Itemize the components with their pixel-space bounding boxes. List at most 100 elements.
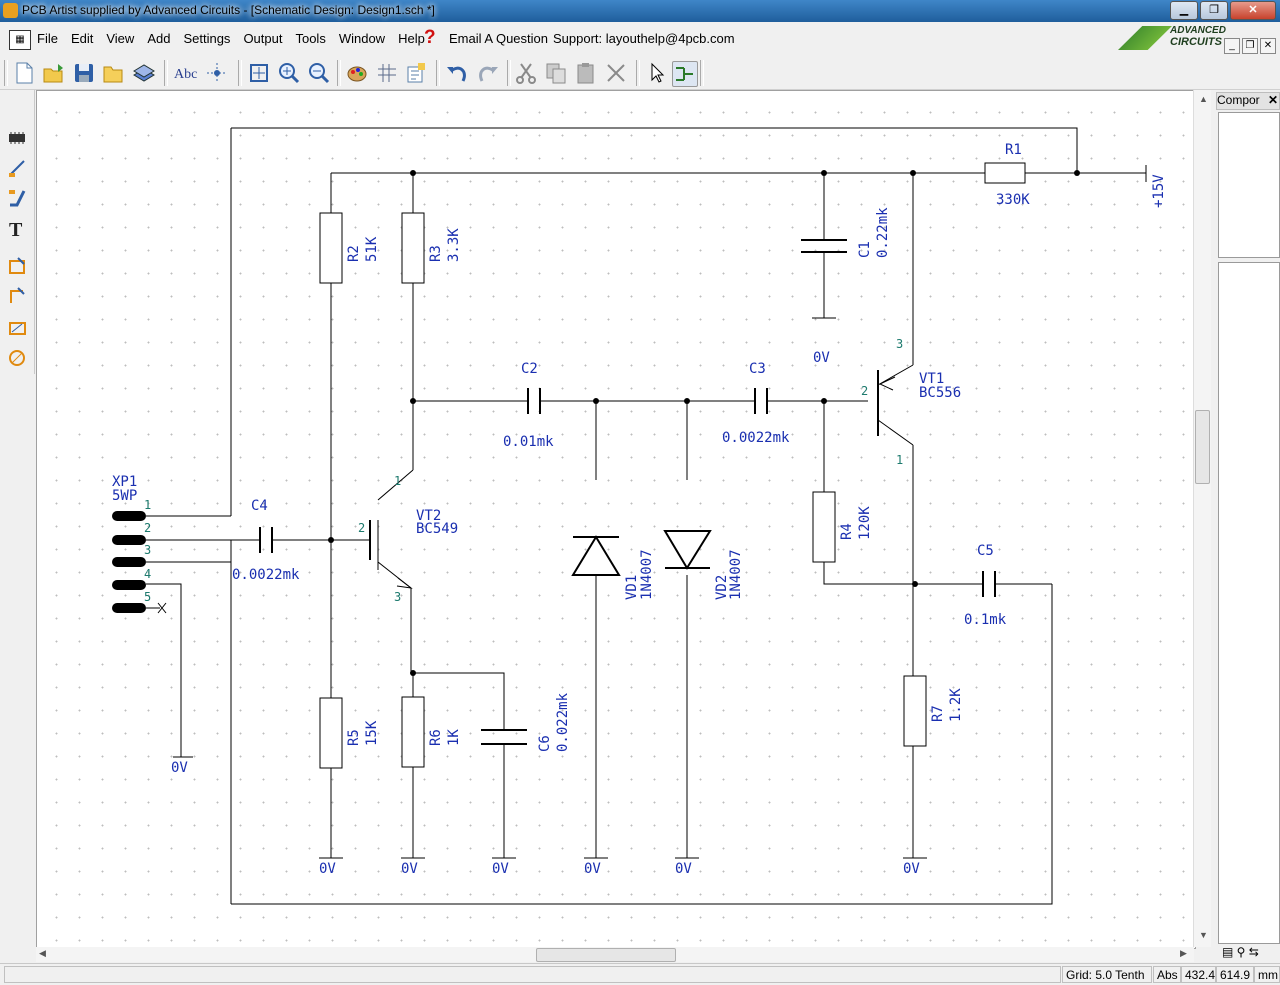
close-button[interactable]: ✕ [1230,1,1276,20]
status-message [4,966,1061,983]
ground-label: 0V [584,861,601,877]
c3-ref: C3 [749,361,766,377]
undo-icon[interactable] [445,61,469,85]
net-tool-icon[interactable] [672,61,698,87]
zoom-in-icon[interactable] [277,61,301,85]
email-question-link[interactable]: Email A Question [449,31,548,46]
bus-icon[interactable] [7,188,27,208]
coord-mode: Abs [1153,966,1181,983]
open-icon[interactable] [42,61,66,85]
question-icon[interactable]: ? [424,27,436,48]
main-toolbar: Abc [0,55,1280,90]
vertical-scroll-thumb[interactable] [1195,410,1210,484]
doc-close-button[interactable]: ✕ [1260,38,1276,54]
r5-ref: R5 [346,729,362,746]
library-icon[interactable] [132,61,156,85]
pin-number: 2 [144,521,151,535]
spell-check-icon[interactable]: Abc [173,61,197,85]
menu-settings[interactable]: Settings [183,31,231,46]
vt2-value: BC549 [416,521,458,537]
supply-label: +15V [1151,174,1167,208]
pin-number: 5 [144,590,151,604]
advanced-circuits-logo: ADVANCED CIRCUITS [1118,24,1228,52]
menu-add[interactable]: Add [147,31,171,46]
paste-icon[interactable] [574,61,598,85]
new-icon[interactable] [12,61,36,85]
c6-value: 0.022mk [555,692,571,752]
menu-output[interactable]: Output [243,31,283,46]
vt1-ref: VT1 [919,371,944,387]
scroll-up-icon[interactable]: ▲ [1199,94,1208,104]
menu-window[interactable]: Window [338,31,386,46]
line-shape-icon[interactable] [7,286,27,306]
xp1-ref: XP1 [112,474,137,490]
grid-snap-icon[interactable] [205,61,229,85]
color-palette-icon[interactable] [345,61,369,85]
title-bar: PCB Artist supplied by Advanced Circuits… [0,0,1280,22]
delete-icon[interactable] [604,61,628,85]
menu-view[interactable]: View [106,31,135,46]
left-toolbar: T [0,90,35,374]
copy-icon[interactable] [544,61,568,85]
doc-minimize-button[interactable]: _ [1224,38,1240,54]
r1-value: 330K [996,192,1030,208]
text-icon[interactable]: T [7,218,27,241]
c3-value: 0.0022mk [722,430,790,446]
app-icon [3,3,18,18]
pin-number: 1 [394,474,401,488]
ground-label: 0V [813,350,830,366]
maximize-button[interactable]: ❐ [1200,1,1228,20]
vertical-scrollbar[interactable]: ▲ ▼ [1193,90,1211,947]
zoom-fit-icon[interactable] [247,61,271,85]
c1-value: 0.22mk [875,207,891,258]
open-folder-icon[interactable] [101,61,125,85]
pin-number: 3 [144,543,151,557]
menu-help[interactable]: Help [398,31,425,46]
r3-ref: R3 [428,245,444,262]
panel-close-icon[interactable]: ✕ [1267,93,1278,107]
ground-label: 0V [401,861,418,877]
pin-number: 3 [896,337,903,351]
coord-y: 614.9 [1216,966,1254,983]
r4-value: 120K [857,506,873,540]
menu-edit[interactable]: Edit [70,31,94,46]
add-shape-icon[interactable] [7,256,27,276]
redo-icon[interactable] [476,61,500,85]
panel-list-top[interactable] [1218,112,1280,258]
panel-title: Compor [1217,93,1260,107]
select-pointer-icon[interactable] [645,61,669,85]
vt2-ref: VT2 [416,508,441,524]
r7-ref: R7 [930,705,946,722]
r3-value: 3.3K [446,228,462,262]
scroll-down-icon[interactable]: ▼ [1199,930,1208,940]
circle-icon[interactable] [7,348,27,368]
document-menu-icon[interactable]: ▦ [9,30,31,50]
grid-icon[interactable] [375,61,399,85]
save-icon[interactable] [72,61,96,85]
wire-icon[interactable] [7,158,27,178]
menu-file[interactable]: File [37,31,58,46]
ground-label: 0V [903,861,920,877]
horizontal-scrollbar[interactable]: ◀ ▶ [36,947,1194,962]
vd2-value: 1N4007 [728,549,744,600]
panel-list-bottom[interactable] [1218,262,1280,944]
panel-tools-icon[interactable]: ▤ ⚲ ⇆ [1222,945,1259,959]
doc-restore-button[interactable]: ❐ [1242,38,1258,54]
pin-number: 1 [896,453,903,467]
ground-label: 0V [675,861,692,877]
zoom-out-icon[interactable] [307,61,331,85]
schematic-drawing: R1 330K R2 51K R3 3.3K R4 120K R5 15K R6… [112,127,1167,905]
r6-value: 1K [446,729,462,746]
minimize-button[interactable]: ▁ [1170,1,1198,20]
rectangle-icon[interactable] [7,318,27,338]
r6-ref: R6 [428,729,444,746]
horizontal-scroll-thumb[interactable] [536,948,676,962]
properties-icon[interactable] [404,61,428,85]
scroll-right-icon[interactable]: ▶ [1180,948,1187,958]
schematic-canvas[interactable] [36,90,1196,949]
menu-tools[interactable]: Tools [295,31,326,46]
scroll-left-icon[interactable]: ◀ [39,948,46,958]
component-icon[interactable] [7,128,27,148]
cut-icon[interactable] [514,61,538,85]
r5-value: 15K [364,720,380,746]
